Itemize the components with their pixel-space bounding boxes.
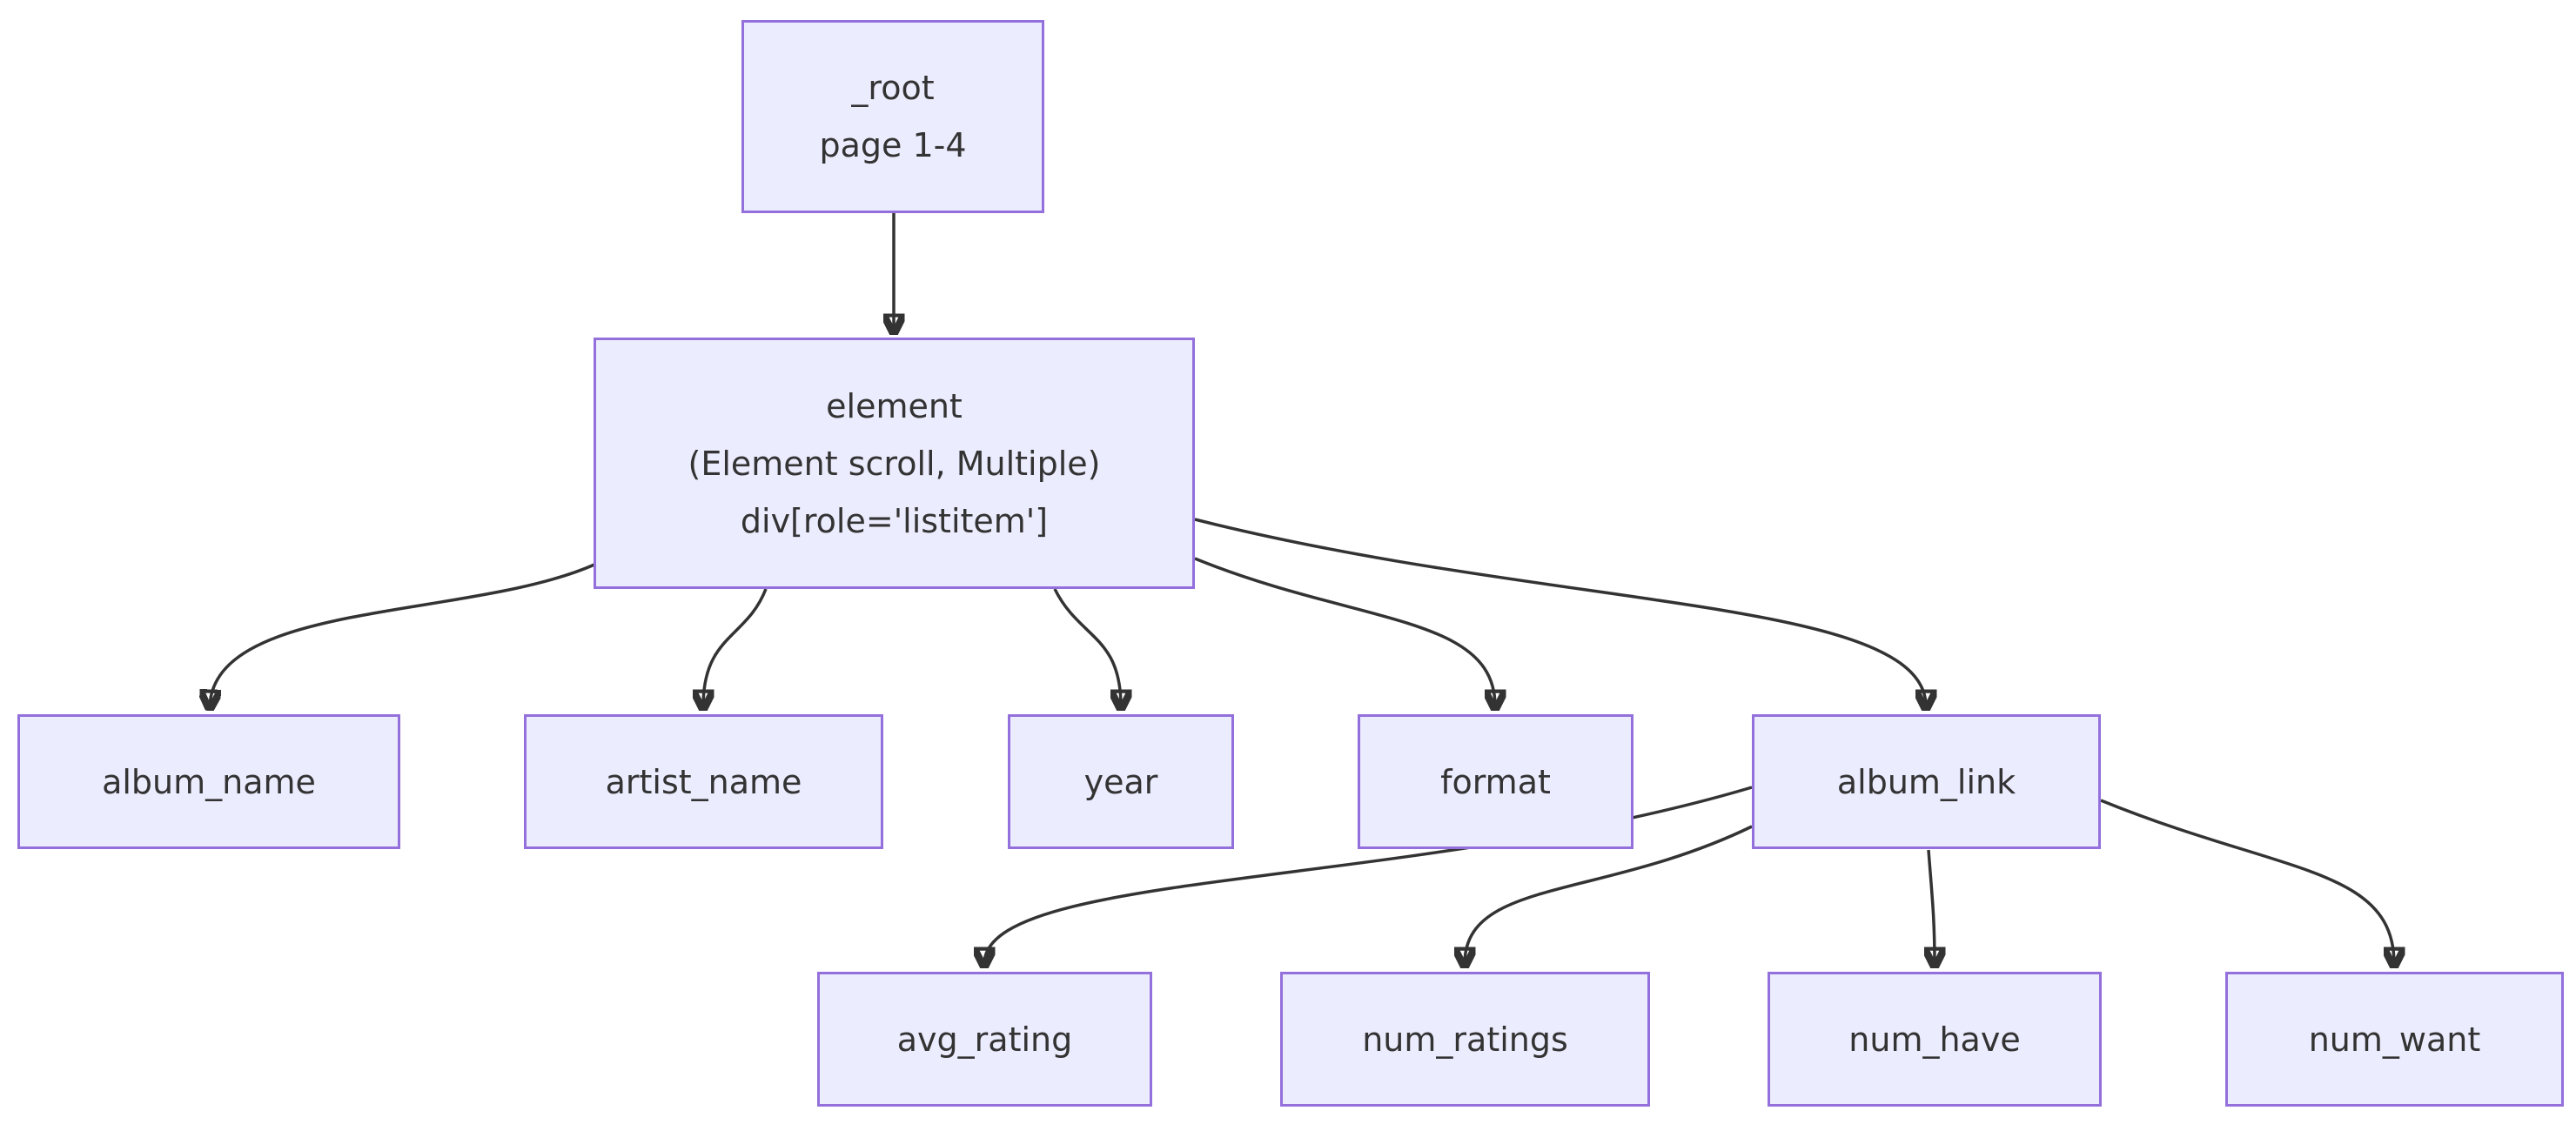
node-label: num_want xyxy=(2308,1020,2481,1059)
node-root: _root page 1-4 xyxy=(741,20,1044,213)
node-label: num_ratings xyxy=(1362,1020,1568,1059)
edge-element-year xyxy=(1053,588,1121,706)
node-year: year xyxy=(1008,714,1234,849)
node-label: element xyxy=(826,386,963,425)
edge-element-format xyxy=(1194,557,1495,706)
edge-album-link-num-ratings xyxy=(1465,825,1753,964)
node-label: (Element scroll, Multiple) xyxy=(688,444,1101,483)
node-label: album_name xyxy=(102,762,316,801)
node-num-want: num_want xyxy=(2225,972,2564,1107)
node-label: year xyxy=(1083,762,1158,801)
node-label: avg_rating xyxy=(896,1020,1073,1059)
node-artist-name: artist_name xyxy=(524,714,883,849)
edge-element-album-name xyxy=(210,563,595,706)
node-num-have: num_have xyxy=(1768,972,2102,1107)
node-label: num_have xyxy=(1848,1020,2021,1059)
node-album-name: album_name xyxy=(17,714,400,849)
node-label: _root xyxy=(851,69,935,107)
edge-album-link-num-have xyxy=(1929,849,1935,964)
node-label: album_link xyxy=(1836,762,2016,801)
node-label: artist_name xyxy=(605,762,802,801)
node-element: element (Element scroll, Multiple) div[r… xyxy=(594,338,1195,589)
node-label: div[role='listitem'] xyxy=(740,501,1049,540)
node-format: format xyxy=(1358,714,1633,849)
node-album-link: album_link xyxy=(1752,714,2101,849)
node-avg-rating: avg_rating xyxy=(817,972,1152,1107)
node-num-ratings: num_ratings xyxy=(1280,972,1650,1107)
node-label: format xyxy=(1440,762,1551,801)
edge-element-artist-name xyxy=(703,588,768,706)
node-label: page 1-4 xyxy=(819,126,967,164)
edge-element-album-link xyxy=(1194,518,1926,706)
edge-album-link-num-want xyxy=(2100,799,2394,964)
